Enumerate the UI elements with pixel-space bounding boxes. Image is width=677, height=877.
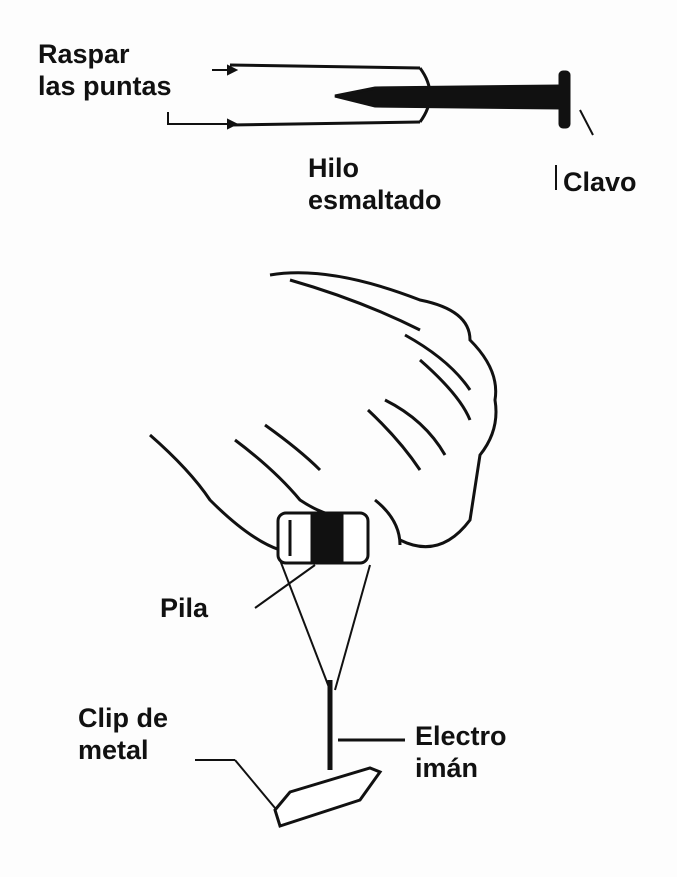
label-line: Electro [415, 721, 507, 751]
nail-label: Clavo [563, 167, 637, 197]
enameled-wire-label: Hilo esmaltado [308, 152, 442, 216]
hand-illustration [149, 271, 498, 552]
label-line: esmaltado [308, 185, 442, 215]
metal-clip-illustration [195, 759, 383, 828]
label-line: Clip de [78, 703, 169, 733]
nail-coil-illustration [229, 63, 594, 190]
label-line: Hilo [308, 153, 359, 183]
electromagnet-nail [327, 680, 405, 770]
wire-leads [254, 559, 371, 691]
label-line: imán [415, 753, 479, 783]
metal-clip-label: Clip de metal [78, 702, 168, 766]
arrow-icon [167, 64, 239, 130]
label-line: Raspar [38, 39, 130, 69]
battery-illustration [276, 511, 370, 565]
label-line: metal [78, 735, 149, 765]
battery-label: Pila [160, 593, 209, 623]
electromagnet-label: Electro imán [415, 720, 507, 784]
scrape-ends-label: Raspar las puntas [38, 38, 172, 102]
label-line: las puntas [38, 71, 172, 101]
